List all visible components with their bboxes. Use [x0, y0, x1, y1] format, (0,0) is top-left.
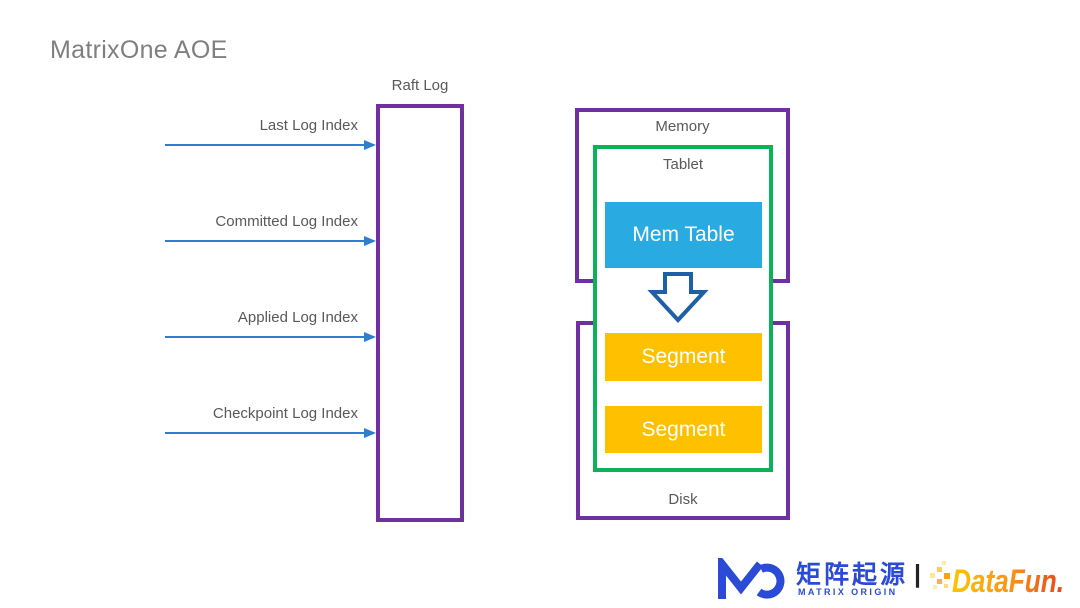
arrowhead-icon — [364, 140, 376, 150]
checkpoint-log-index-label: Checkpoint Log Index — [212, 405, 358, 422]
segment-box: Segment — [605, 406, 762, 453]
committed-log-index-label: Committed Log Index — [215, 213, 358, 230]
mem-table-box: Mem Table — [605, 202, 762, 268]
arrowhead-icon — [364, 428, 376, 438]
datafun-logo-icon: DataFun. — [930, 561, 1064, 599]
datafun-dots-icon — [930, 561, 950, 589]
raft-log-label: Raft Log — [391, 77, 449, 94]
raft-log-box — [376, 104, 464, 522]
matrix-origin-logo-icon — [718, 558, 785, 599]
page-title: MatrixOne AOE — [50, 36, 228, 64]
arrowhead-icon — [364, 332, 376, 342]
datafun-wordmark: DataFun. — [952, 563, 1064, 599]
arrowhead-icon — [364, 236, 376, 246]
footer-logos: 矩阵起源 MATRIX ORIGIN | DataFun. — [716, 552, 1066, 604]
segment-box: Segment — [605, 333, 762, 381]
tablet-label: Tablet — [662, 156, 704, 173]
right-arrow-icon — [165, 140, 376, 150]
matrix-origin-english-name: MATRIX ORIGIN — [798, 587, 898, 597]
disk-label: Disk — [668, 491, 698, 508]
right-arrow-icon — [165, 428, 376, 438]
last-log-index-label: Last Log Index — [259, 117, 358, 134]
applied-log-index-label: Applied Log Index — [237, 309, 358, 326]
right-arrow-icon — [165, 332, 376, 342]
memory-label: Memory — [655, 118, 710, 135]
down-arrow-icon — [647, 272, 709, 323]
right-arrow-icon — [165, 236, 376, 246]
logo-separator: | — [914, 560, 921, 588]
matrix-origin-chinese-name: 矩阵起源 — [796, 561, 909, 589]
